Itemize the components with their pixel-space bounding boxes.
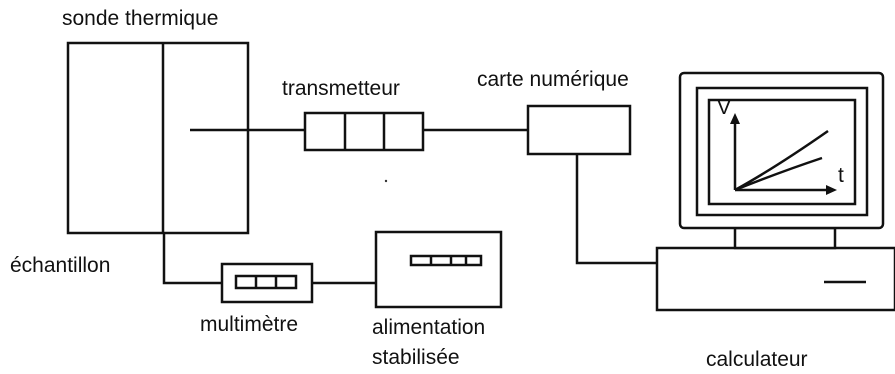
plot-x-axis-label: t: [838, 164, 844, 187]
probe-label: sonde thermique: [62, 7, 218, 30]
plot-curve-lower: [734, 156, 823, 192]
multimeter-label: multimètre: [200, 313, 298, 336]
sample-rect: [66, 41, 250, 235]
power-supply-label-line1: alimentation: [372, 316, 485, 339]
card-to-computer-wire: [575, 154, 657, 265]
sample-label: échantillon: [10, 254, 110, 277]
computer-label: calculateur: [706, 348, 808, 371]
digital-card-label: carte numérique: [477, 68, 629, 91]
power-supply-box: [374, 230, 503, 309]
computer-base-unit: [655, 246, 895, 312]
multimeter-box: [220, 262, 314, 304]
plot-curve-upper: [734, 129, 829, 192]
monitor-stand: [733, 226, 837, 250]
sample-to-multimeter-wire: [162, 233, 222, 285]
plot-y-axis-label: V: [717, 96, 731, 119]
speck: [384, 179, 388, 183]
plot-y-arrow: [730, 113, 740, 124]
power-supply-label-line2: stabilisée: [372, 346, 460, 369]
computer: V t: [655, 71, 895, 312]
transmitter-box: [303, 111, 425, 152]
plot-x-arrow: [826, 185, 837, 195]
digital-card-box: [526, 104, 632, 156]
transmitter-label: transmetteur: [282, 77, 400, 100]
probe-sample-block: [66, 41, 250, 235]
